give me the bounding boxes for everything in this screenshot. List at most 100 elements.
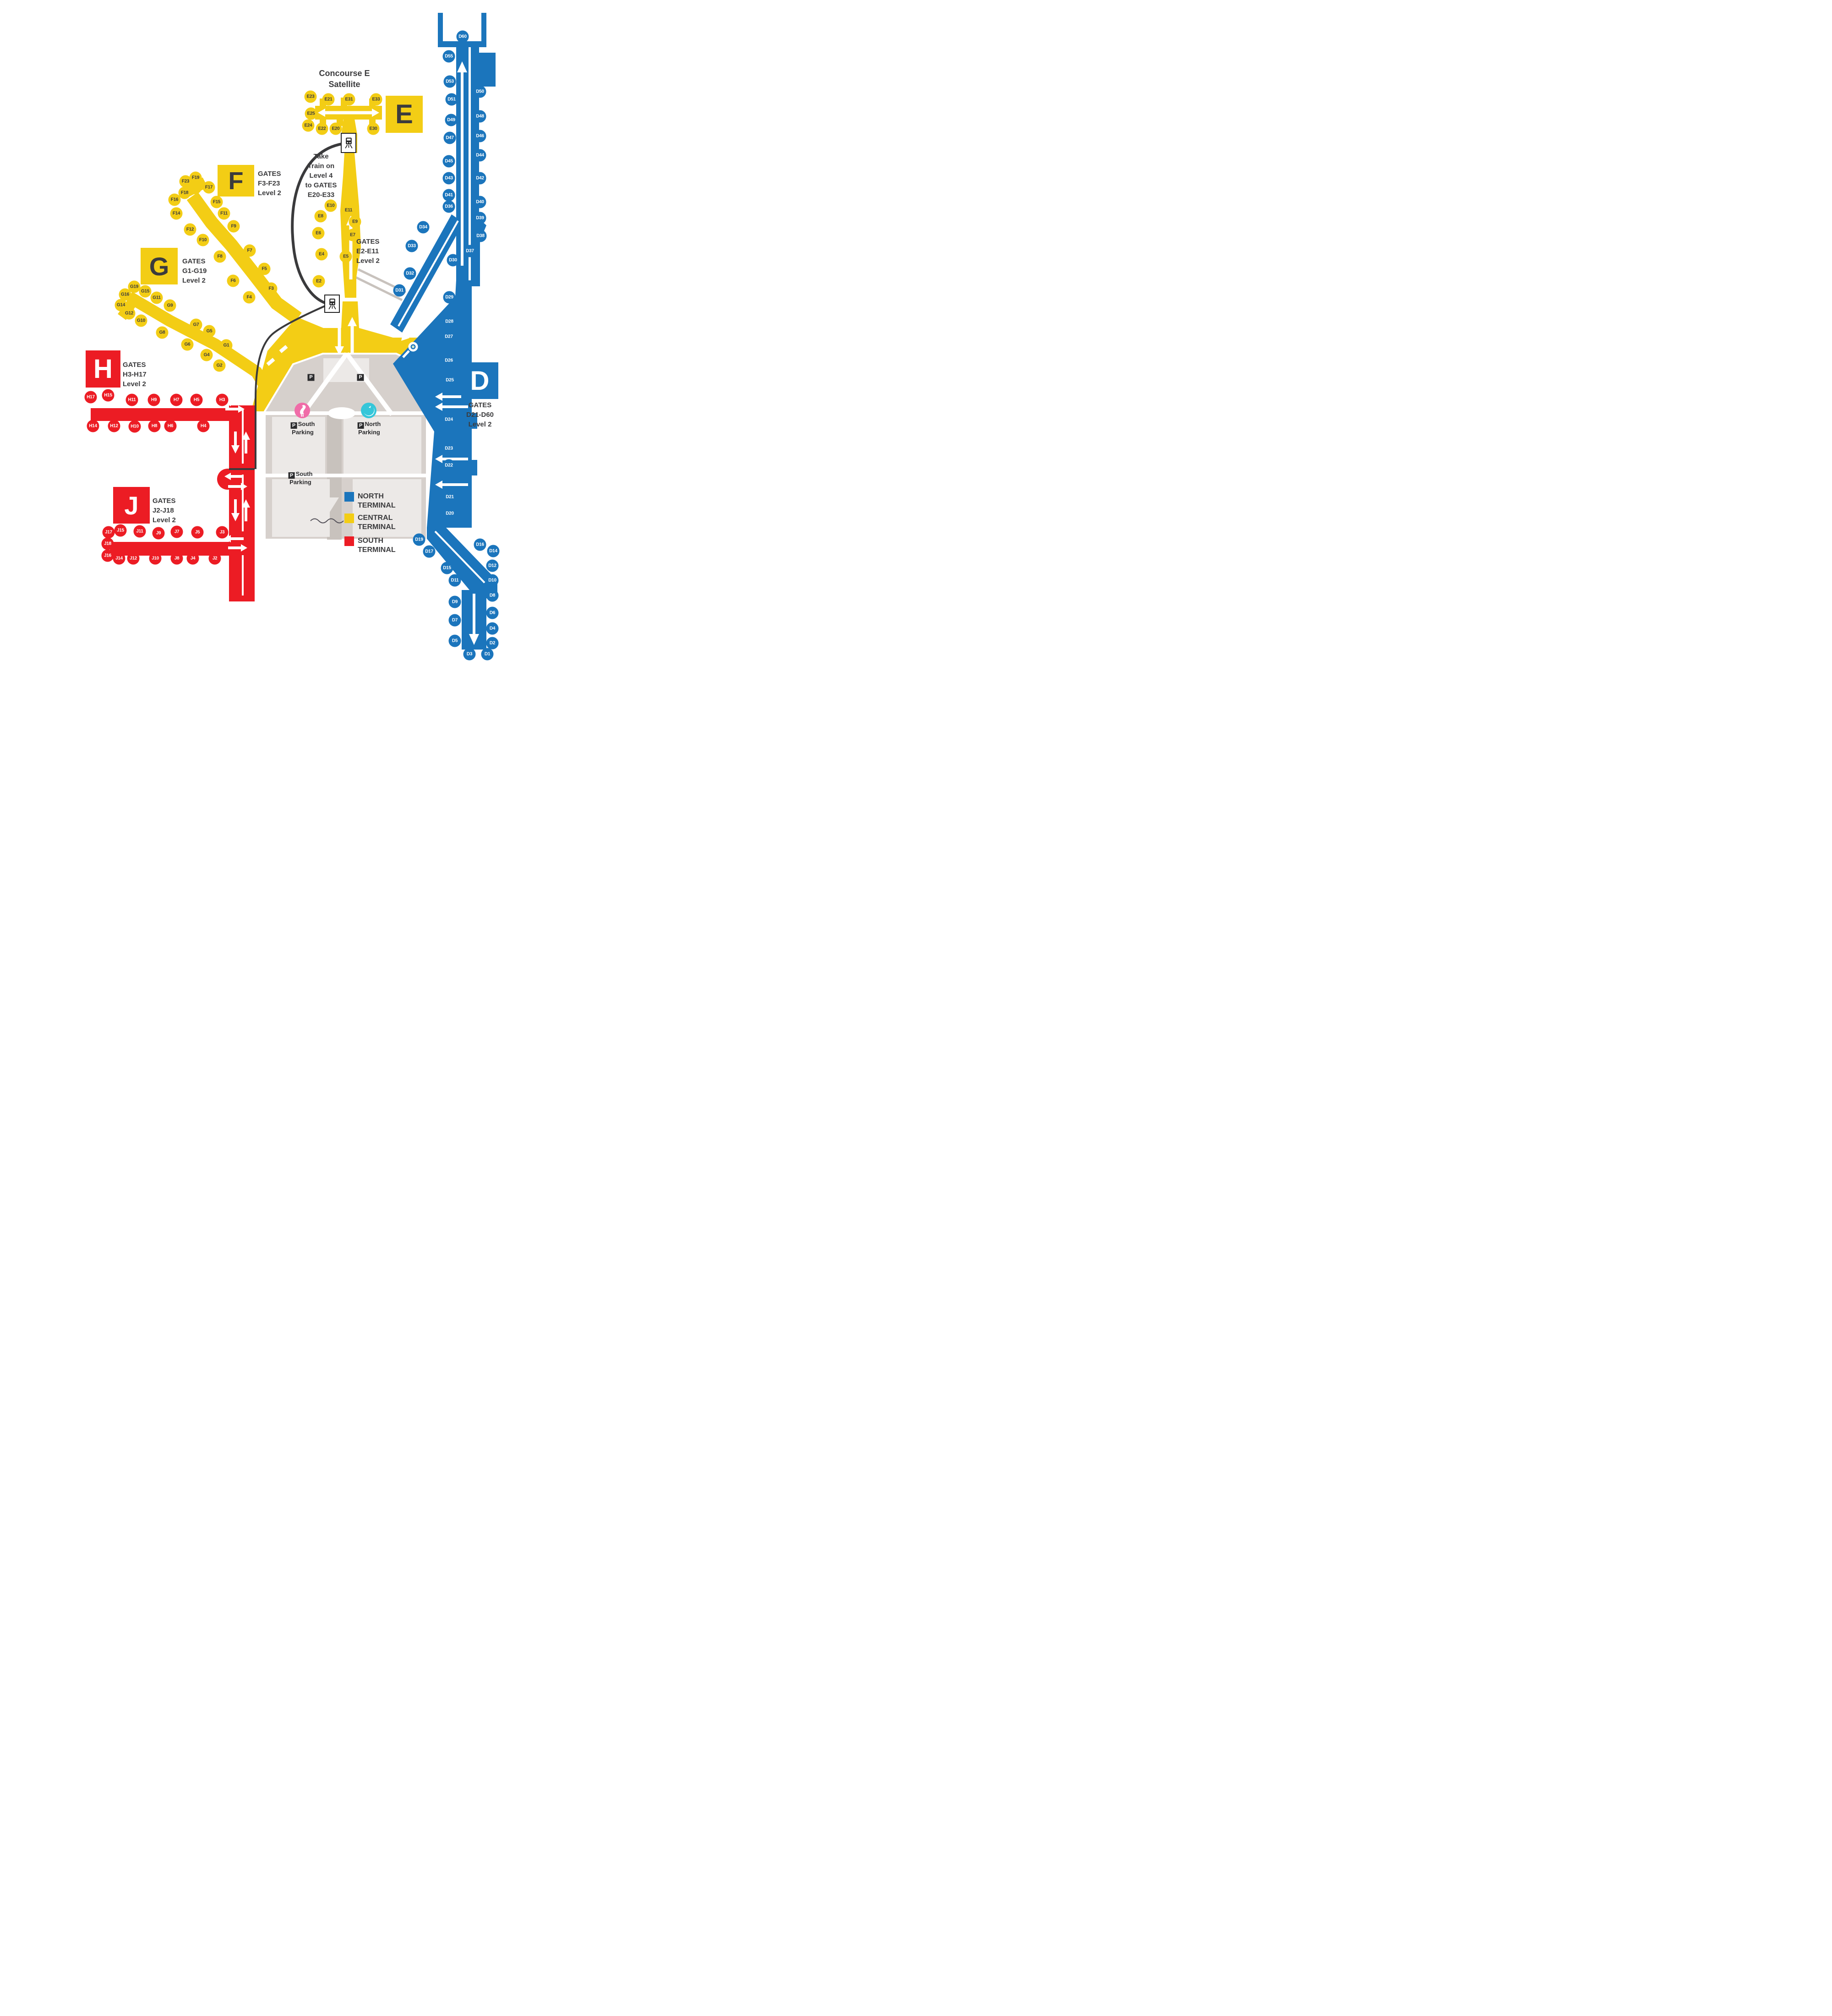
gate-F7: F7 [243, 244, 256, 257]
concourse-j-block: J [113, 487, 150, 524]
gate-E31: E31 [343, 93, 355, 106]
gate-J15: J15 [114, 524, 127, 537]
gate-D22: D22 [442, 459, 455, 472]
building-p-mark-0: P [307, 374, 315, 381]
gate-F6: F6 [227, 274, 240, 287]
gate-D38: D38 [474, 229, 487, 242]
concourse-e-title-line2: Satellite [328, 80, 360, 89]
gate-D46: D46 [474, 130, 486, 142]
gate-E10: E10 [324, 199, 337, 212]
gate-D51: D51 [445, 93, 458, 106]
gate-J2: J2 [208, 552, 221, 565]
gate-F15: F15 [210, 196, 223, 208]
gate-D49: D49 [445, 114, 458, 126]
legend-label: NORTH TERMINAL [358, 492, 396, 509]
legend-swatch-central [344, 514, 354, 523]
gate-D10: D10 [486, 574, 499, 587]
legend-label: SOUTH TERMINAL [358, 537, 396, 554]
gate-G8: G8 [156, 326, 169, 339]
gate-D29: D29 [443, 291, 456, 304]
gate-D14: D14 [487, 545, 500, 557]
gate-H7: H7 [170, 393, 183, 406]
gate-D47: D47 [443, 131, 456, 144]
gate-F3: F3 [265, 282, 278, 295]
south-arrows [224, 399, 250, 596]
gate-D7: D7 [448, 614, 461, 627]
gate-J3: J3 [216, 526, 229, 539]
gate-D37: D37 [463, 245, 476, 257]
gate-G1: G1 [220, 339, 233, 352]
gate-E33: E33 [370, 93, 382, 106]
gate-H4: H4 [197, 420, 210, 432]
gate-D33: D33 [405, 240, 418, 252]
gate-J10: J10 [149, 552, 162, 565]
flamingo-icon-circle [294, 403, 310, 418]
gate-G7: G7 [190, 318, 202, 331]
train-station-0 [341, 133, 356, 153]
legend-item-central: CENTRAL TERMINAL [344, 514, 396, 532]
legend-item-south: SOUTH TERMINAL [344, 536, 396, 555]
gate-F11: F11 [218, 207, 230, 220]
gate-J17: J17 [102, 526, 115, 539]
gate-D2: D2 [486, 637, 499, 650]
concourse-g-block: G [141, 248, 178, 284]
gate-D19: D19 [413, 533, 425, 546]
gate-E30: E30 [367, 122, 380, 135]
building-p-mark-1: P [357, 374, 364, 381]
gate-D43: D43 [442, 172, 455, 185]
gate-D26: D26 [442, 354, 455, 367]
gate-D30: D30 [447, 254, 459, 267]
gate-H15: H15 [102, 389, 114, 402]
gate-E11: E11 [342, 204, 355, 217]
gate-D17: D17 [423, 545, 436, 558]
h-gates-label: GATES H3-H17 Level 2 [123, 361, 147, 388]
concourse-e-block: E [386, 96, 423, 133]
gate-D27: D27 [442, 330, 455, 343]
gate-E8: E8 [314, 210, 327, 223]
terminal-building [264, 352, 428, 541]
gate-J9: J9 [152, 527, 165, 540]
gate-D3: D3 [463, 648, 476, 661]
gate-F4: F4 [243, 291, 256, 304]
gate-E9: E9 [349, 215, 361, 228]
legend-item-north: NORTH TERMINAL [344, 492, 396, 510]
gate-E7: E7 [346, 229, 359, 241]
g-gates-label: GATES G1-G19 Level 2 [182, 257, 207, 284]
take-train-note: Take Train on Level 4 to GATES E20-E33 [305, 153, 337, 199]
parking-p-badge: P [357, 422, 364, 429]
gate-F12: F12 [184, 223, 196, 236]
gate-H5: H5 [190, 393, 203, 406]
concourse-h-block: H [86, 350, 120, 388]
gate-F5: F5 [258, 262, 271, 275]
f-gates-label: GATES F3-F23 Level 2 [258, 170, 281, 197]
gate-D50: D50 [474, 85, 486, 98]
gate-D60: D60 [456, 30, 469, 43]
gate-H9: H9 [147, 393, 160, 406]
gate-E5: E5 [339, 250, 352, 263]
dolphin-icon [364, 405, 375, 416]
gate-F17: F17 [202, 181, 215, 194]
legend-swatch-north [344, 492, 354, 502]
gate-D34: D34 [417, 221, 430, 234]
gate-D42: D42 [474, 172, 486, 185]
gate-H17: H17 [84, 391, 97, 404]
gate-F9: F9 [227, 220, 240, 233]
train-track [255, 142, 343, 469]
gate-G12: G12 [123, 307, 136, 320]
gate-F19: F19 [189, 171, 202, 184]
gate-H6: H6 [164, 420, 177, 432]
gate-J7: J7 [170, 525, 183, 538]
gate-F14: F14 [170, 207, 183, 220]
gate-E21: E21 [322, 93, 335, 106]
gate-D39: D39 [474, 212, 486, 224]
gate-D31: D31 [393, 284, 406, 297]
gate-F16: F16 [168, 193, 181, 206]
gate-J4: J4 [186, 552, 199, 565]
gate-E20: E20 [329, 122, 342, 135]
train-icon [344, 137, 353, 148]
gate-F18: F18 [178, 186, 191, 199]
gate-H3: H3 [216, 393, 229, 406]
